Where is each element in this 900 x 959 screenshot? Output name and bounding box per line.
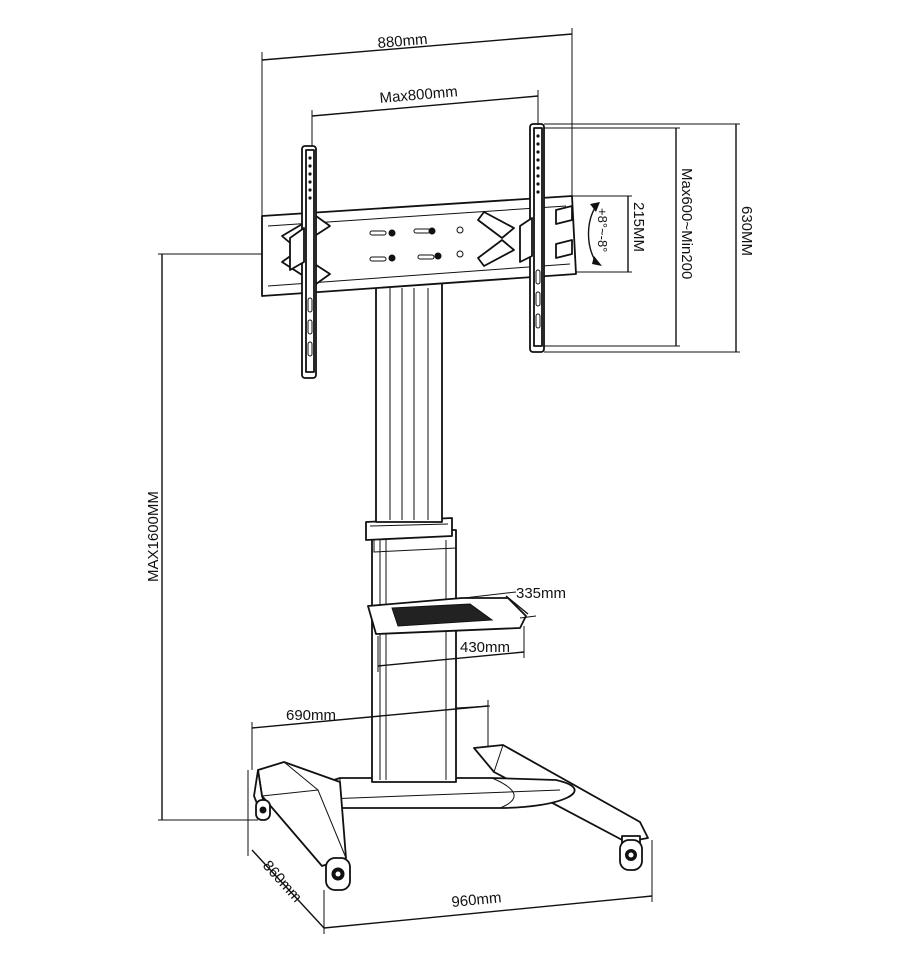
left-rear-caster	[255, 799, 271, 821]
dimension-shelf-width: 430mm	[377, 626, 525, 672]
tilt-angle-label: +8°~-8°	[595, 208, 610, 252]
dimension-base-width: 960mm	[323, 840, 653, 929]
max-height-label: MAX1600MM	[145, 491, 162, 582]
dimension-tilt-angle: +8°~-8°	[587, 202, 610, 266]
right-bracket-arm	[519, 123, 573, 353]
vesa-height-range-label: Max600~Min200	[678, 168, 695, 279]
base-depth-label: 860mm	[259, 857, 305, 906]
base-width-label: 960mm	[451, 889, 502, 911]
right-arm-holes	[535, 134, 541, 329]
base-crossbar	[295, 777, 576, 809]
dimension-vesa-height-range: Max600~Min200	[544, 127, 695, 347]
upper-column	[375, 281, 443, 523]
right-caster	[619, 839, 643, 871]
dimension-tilt-range-height: 215MM	[572, 195, 647, 273]
left-arm-holes	[307, 156, 313, 357]
tv-stand-illustration	[253, 123, 649, 891]
av-shelf	[367, 597, 527, 635]
base-inner-width-label: 690mm	[286, 707, 336, 724]
bracket-height-label: 630MM	[738, 206, 755, 256]
plate-holes	[369, 226, 464, 262]
base-left-leg	[253, 761, 351, 891]
tilt-range-height-label: 215MM	[630, 202, 647, 252]
vesa-max-width-label: Max800mm	[379, 83, 459, 107]
overall-width-label: 880mm	[377, 31, 428, 52]
dimension-annotations: 880mm Max800mm 630MM Max600~Min200	[145, 28, 755, 934]
shelf-depth-label: 335mm	[516, 585, 566, 602]
dimension-overall-width: 880mm	[261, 28, 573, 216]
shelf-width-label: 430mm	[460, 639, 510, 656]
dimension-max-height: MAX1600MM	[145, 253, 262, 821]
dimension-bracket-height: 630MM	[544, 123, 755, 353]
dimension-base-inner-width: 690mm	[251, 700, 491, 770]
lower-column	[371, 529, 457, 783]
dimension-vesa-max-width: Max800mm	[311, 83, 539, 146]
left-bracket-arm	[289, 145, 317, 379]
left-caster	[325, 857, 351, 891]
dimension-shelf-depth: 335mm	[463, 585, 566, 619]
